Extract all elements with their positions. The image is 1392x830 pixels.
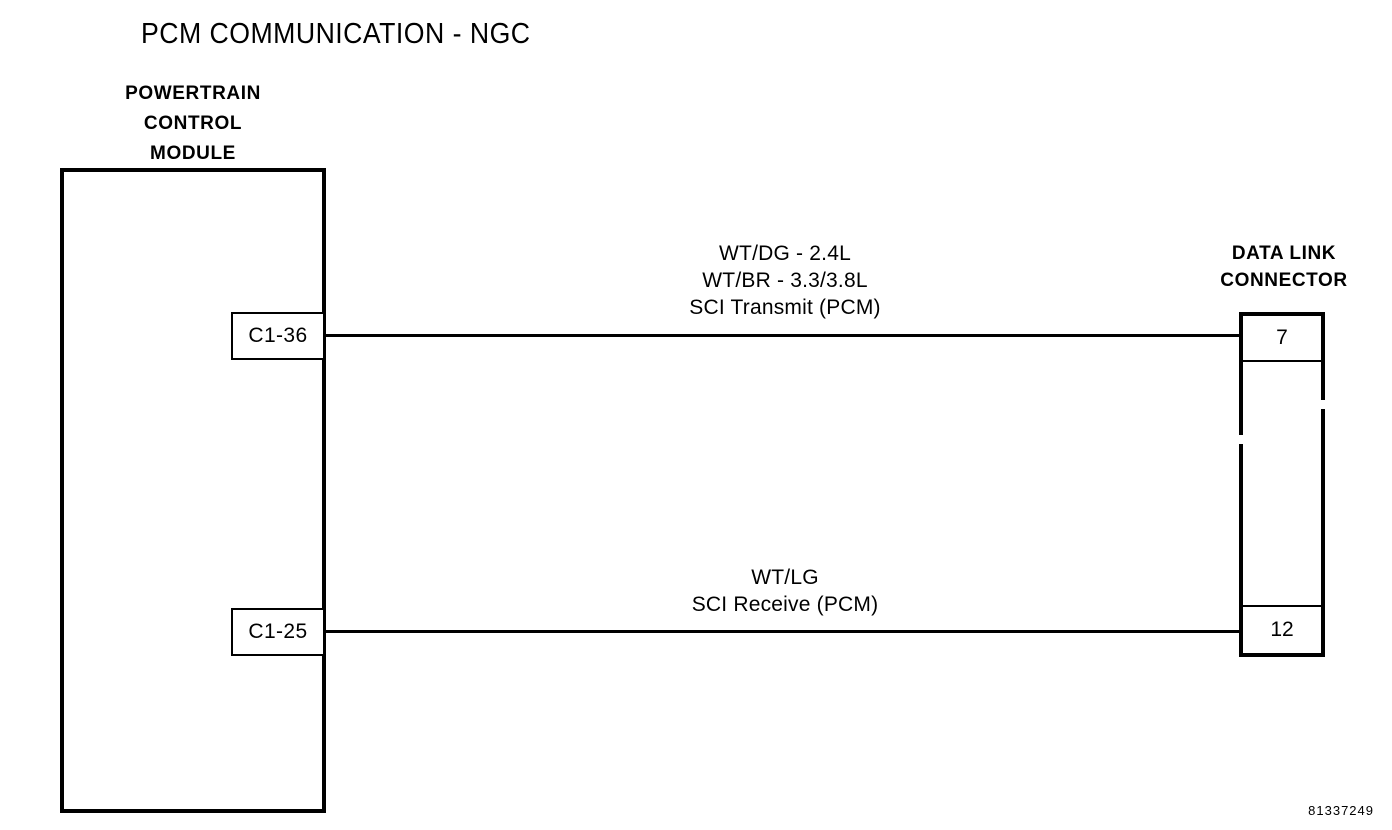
dlc-connector-label: DATA LINK CONNECTOR: [1198, 240, 1370, 294]
pcm-pin-c1-36-label: C1-36: [248, 324, 308, 347]
dlc-pin-12-label: 12: [1270, 618, 1294, 641]
dlc-border-break-right: [1321, 400, 1327, 409]
wire-label-sci-transmit: WT/DG - 2.4L WT/BR - 3.3/3.8L SCI Transm…: [550, 240, 1020, 321]
pcm-pin-c1-25-label: C1-25: [248, 620, 308, 643]
figure-reference-number: 81337249: [1308, 803, 1374, 818]
pcm-pin-c1-36: C1-36: [231, 312, 325, 360]
dlc-label-line-2: CONNECTOR: [1220, 270, 1348, 291]
diagram-title: PCM COMMUNICATION - NGC: [141, 18, 531, 50]
wire-label-sci-receive-line-1: WT/LG: [751, 566, 819, 589]
dlc-border-break-left: [1239, 435, 1245, 444]
pcm-pin-c1-25: C1-25: [231, 608, 325, 656]
pcm-label-line-1: POWERTRAIN: [125, 83, 261, 104]
pcm-module-box: [60, 168, 326, 813]
dlc-pin-7: 7: [1243, 316, 1321, 362]
wire-label-sci-receive-line-2: SCI Receive (PCM): [691, 593, 879, 616]
wire-sci-receive: [325, 630, 1241, 633]
dlc-pin-7-label: 7: [1276, 326, 1288, 349]
wire-sci-transmit: [325, 334, 1241, 337]
dlc-label-line-1: DATA LINK: [1231, 243, 1337, 264]
wire-label-sci-transmit-line-2: WT/BR - 3.3/3.8L: [702, 269, 868, 292]
pcm-label-line-3: MODULE: [150, 143, 236, 164]
pcm-module-label: POWERTRAIN CONTROL MODULE: [60, 79, 326, 169]
dlc-pin-12: 12: [1243, 605, 1321, 653]
wire-label-sci-transmit-line-1: WT/DG - 2.4L: [719, 242, 851, 265]
dlc-connector-box: 7 12: [1239, 312, 1325, 657]
pcm-label-line-2: CONTROL: [143, 113, 243, 134]
wire-label-sci-transmit-line-3: SCI Transmit (PCM): [689, 296, 881, 319]
wire-label-sci-receive: WT/LG SCI Receive (PCM): [550, 564, 1020, 618]
